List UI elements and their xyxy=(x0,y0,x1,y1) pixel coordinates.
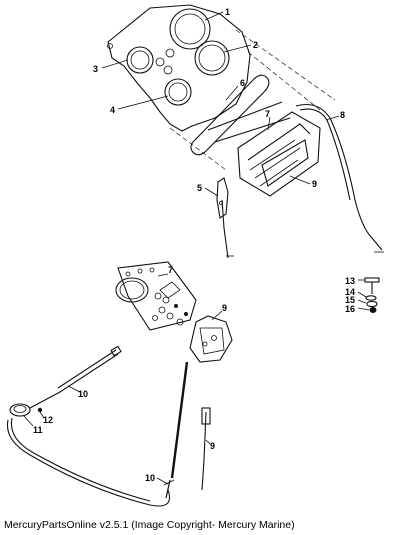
leader-lines xyxy=(23,11,370,485)
control-unit xyxy=(189,315,233,363)
callout-9-lower: 9 xyxy=(210,441,215,451)
throttle-cable xyxy=(201,407,211,491)
alignment-lines xyxy=(169,29,336,171)
control-box-housing xyxy=(237,111,321,197)
callout-13: 13 xyxy=(345,276,355,286)
gauge-3 xyxy=(126,46,154,74)
callout-12: 12 xyxy=(43,415,53,425)
callout-16: 16 xyxy=(345,304,355,314)
callout-9-mid: 9 xyxy=(222,303,227,313)
control-cable xyxy=(295,103,383,251)
gauge-panel xyxy=(107,4,251,132)
callout-4: 4 xyxy=(110,105,115,115)
loop-cable xyxy=(6,417,175,507)
cable-10 xyxy=(29,345,122,409)
fastener-cluster xyxy=(152,281,188,326)
nut-16 xyxy=(369,307,377,313)
gauge-1 xyxy=(169,8,211,50)
copyright-caption: MercuryPartsOnline v2.5.1 (Image Copyrig… xyxy=(4,519,295,531)
threaded-rod xyxy=(165,361,189,499)
screw-13 xyxy=(364,277,380,294)
callout-10-upper: 10 xyxy=(78,389,88,399)
gauge-4 xyxy=(164,78,192,106)
callout-7-upper: 7 xyxy=(265,109,270,119)
callout-8: 8 xyxy=(340,110,345,120)
nut-12 xyxy=(37,407,43,413)
callout-10-lower: 10 xyxy=(145,473,155,483)
callout-9-upper: 9 xyxy=(312,179,317,189)
callout-11: 11 xyxy=(33,425,43,435)
callout-5: 5 xyxy=(197,183,202,193)
knob-11 xyxy=(9,403,31,417)
mount-bracket xyxy=(216,177,229,259)
callout-15: 15 xyxy=(345,295,355,305)
gauge-2 xyxy=(194,40,230,76)
washer-14 xyxy=(365,295,377,301)
base-foot xyxy=(226,251,384,257)
washer-15 xyxy=(366,300,378,308)
callout-1: 1 xyxy=(225,7,230,17)
gauge-cluster-lower xyxy=(115,261,197,331)
callout-6: 6 xyxy=(240,78,245,88)
callout-3: 3 xyxy=(93,64,98,74)
callout-2: 2 xyxy=(253,40,258,50)
callout-14: 14 xyxy=(345,287,355,297)
callout-7-lower: 7 xyxy=(168,265,173,275)
center-holes xyxy=(155,48,175,75)
